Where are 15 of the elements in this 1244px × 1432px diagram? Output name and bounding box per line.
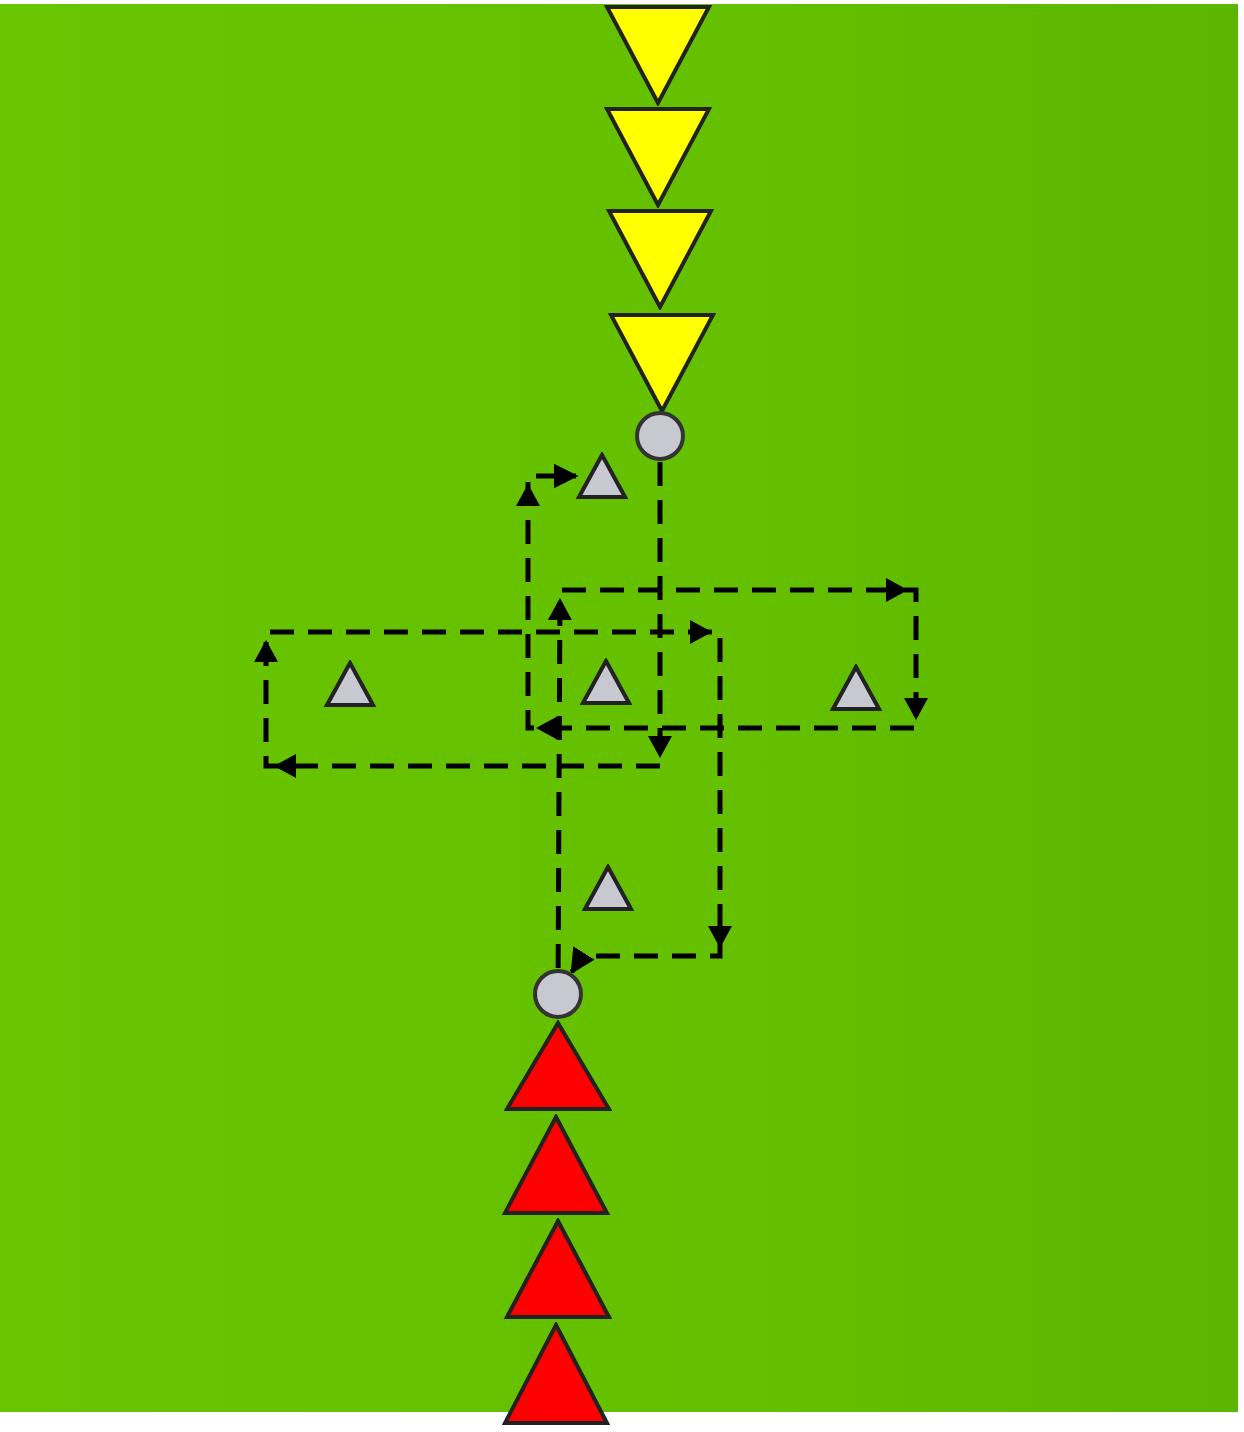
movement-arrow — [516, 463, 928, 968]
player-marker — [606, 208, 714, 310]
player-marker — [502, 1322, 610, 1426]
player-marker — [608, 312, 716, 414]
player-marker — [502, 1114, 610, 1216]
movement-arrow — [254, 462, 732, 975]
cone-marker — [580, 658, 632, 706]
player-marker — [604, 4, 712, 106]
cone-marker — [324, 660, 376, 708]
player-marker — [504, 1218, 612, 1320]
player-marker — [504, 1020, 612, 1112]
player-marker — [604, 106, 712, 208]
cone-marker — [582, 864, 634, 912]
cone-marker — [830, 664, 882, 712]
cone-marker — [576, 452, 628, 500]
